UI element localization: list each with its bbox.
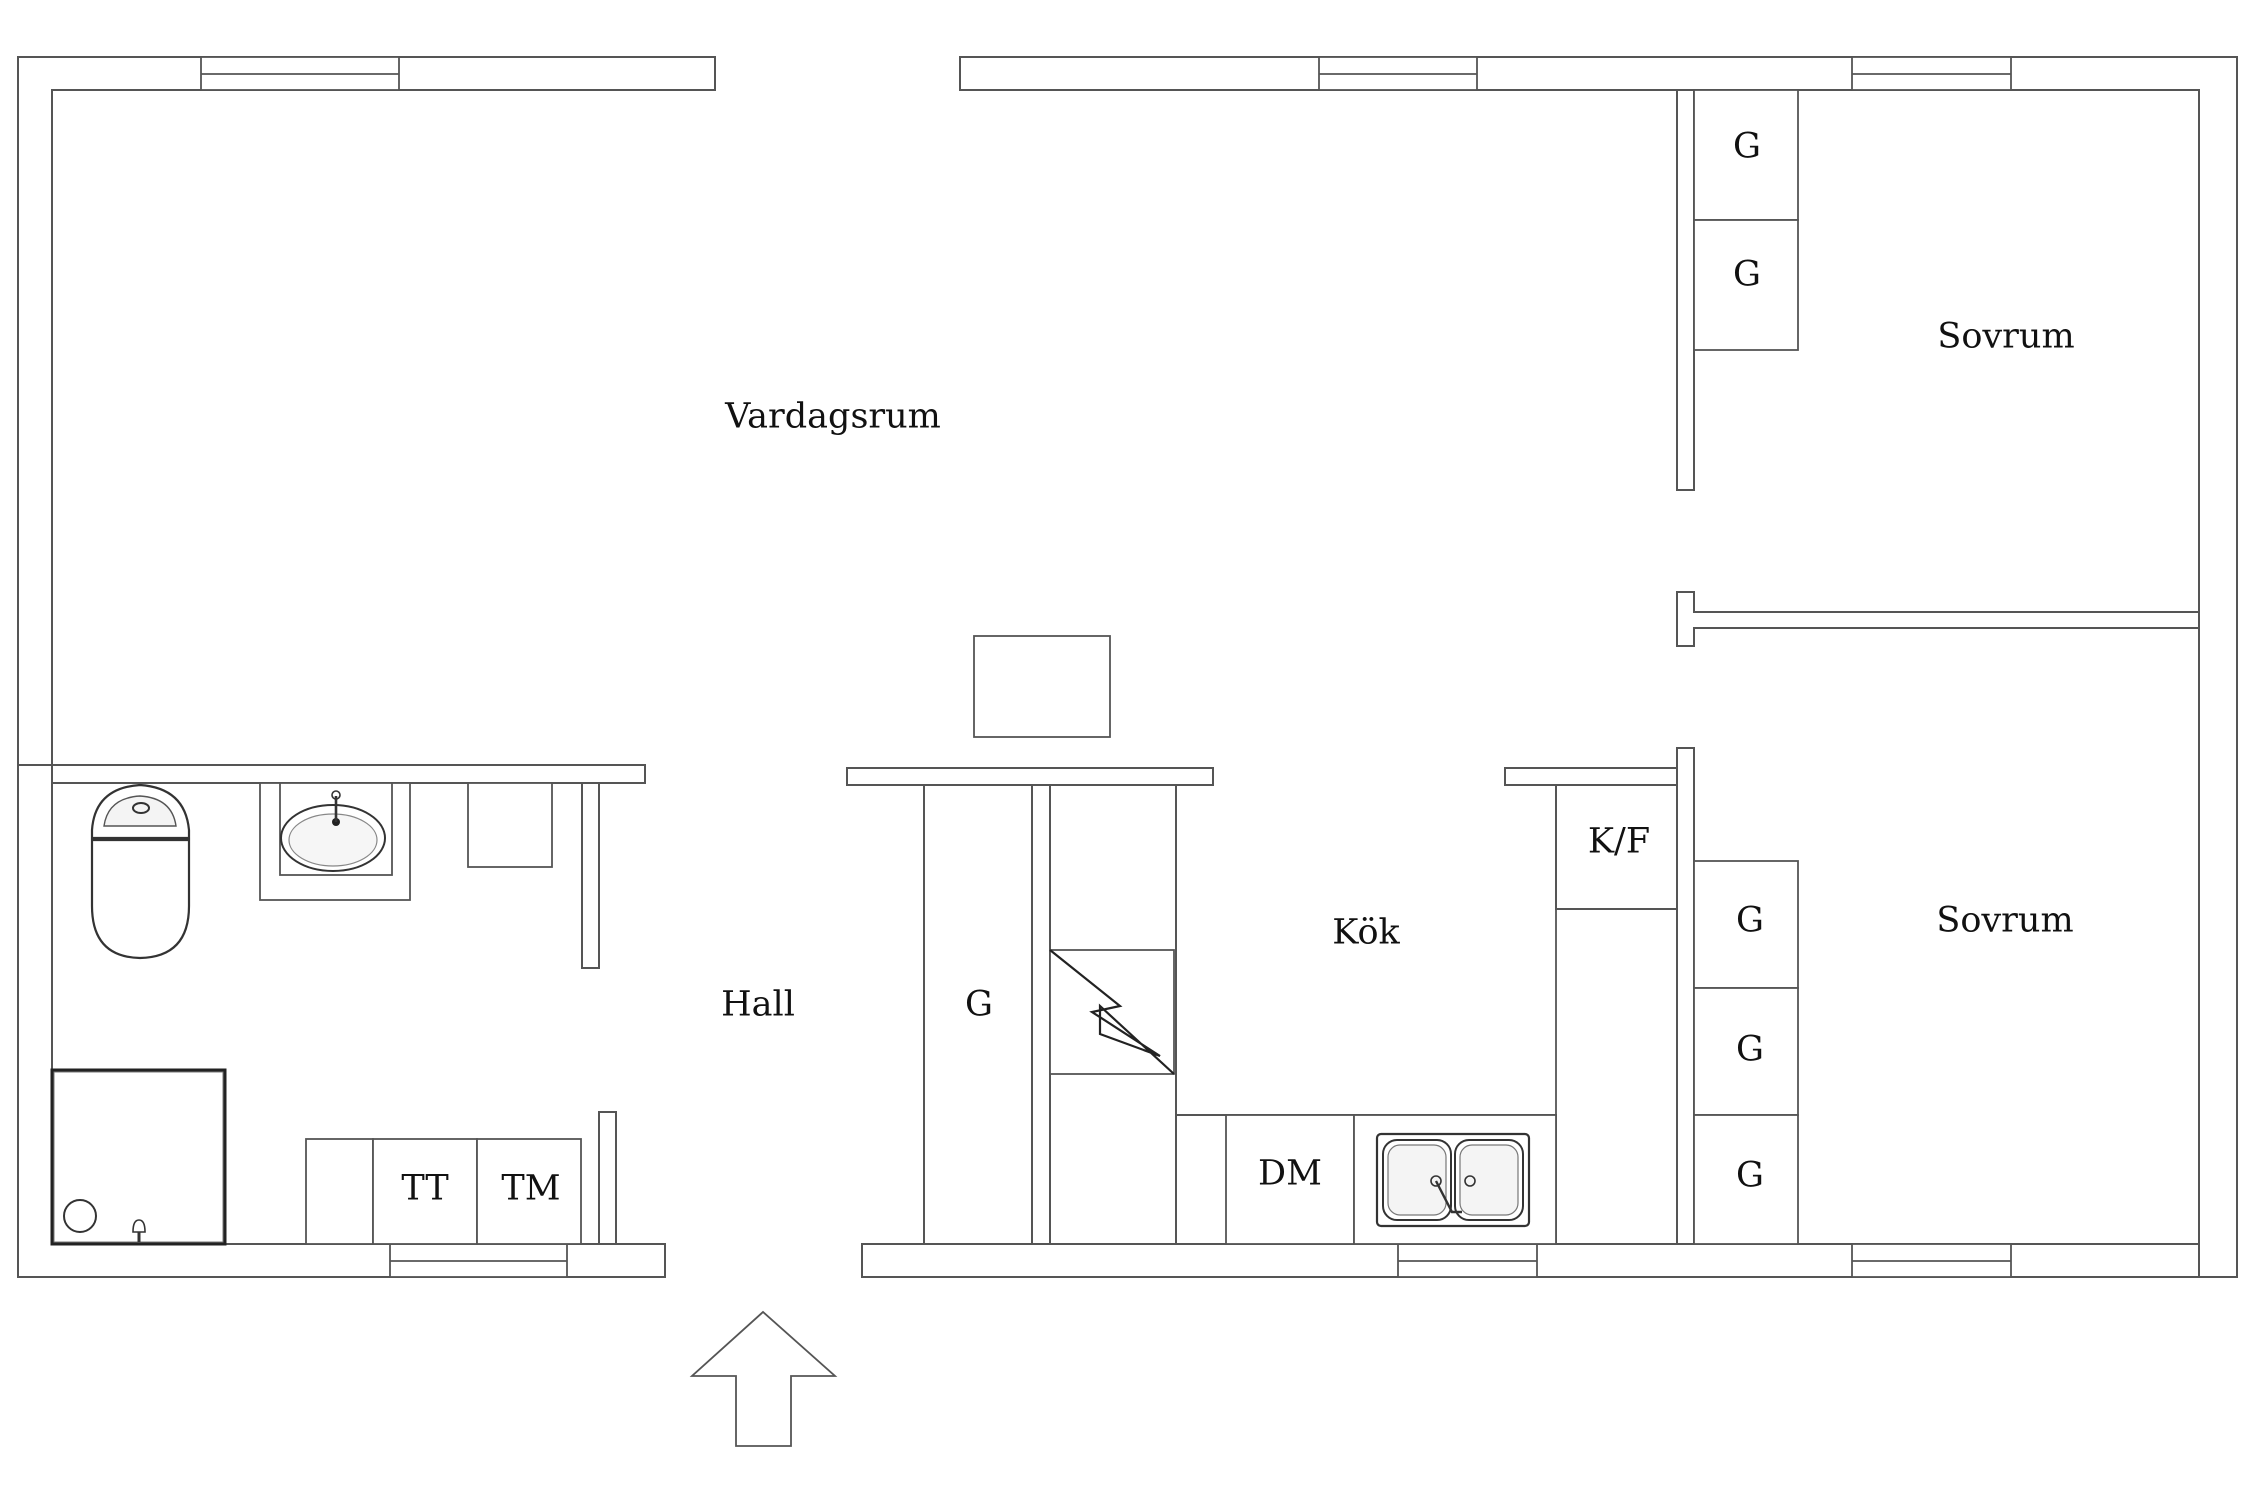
washing-machine-label: TM [501, 1169, 560, 1209]
shower-icon [50, 1068, 227, 1246]
room-label-bedroom-2: Sovrum [1936, 901, 2073, 941]
room-label-living: Vardagsrum [724, 397, 941, 437]
room-label-kitchen: Kök [1332, 913, 1400, 953]
room-label-hall: Hall [721, 985, 795, 1025]
bathroom [50, 782, 582, 1246]
openings [664, 55, 1693, 1279]
windows [200, 56, 2012, 1278]
stove-zigzag-icon [1049, 949, 1175, 1075]
dishwasher-label: DM [1258, 1154, 1322, 1194]
tumble-dryer-label: TT [401, 1169, 448, 1209]
wardrobe-label: G [1733, 255, 1761, 295]
wardrobe-label: G [1736, 1030, 1764, 1070]
fridge-freezer-label: K/F [1588, 822, 1650, 862]
toilet-icon [90, 783, 191, 960]
entrance-arrow-icon [689, 1310, 838, 1447]
wardrobe-label: G [1736, 1156, 1764, 1196]
room-label-bedroom-1: Sovrum [1937, 317, 2074, 357]
kitchen-sink-icon [1375, 1132, 1531, 1228]
bedroom-1-wardrobes [1693, 89, 1799, 351]
wardrobe-label: G [965, 985, 993, 1025]
wardrobe-label: G [1736, 901, 1764, 941]
stove-block [973, 635, 1111, 738]
wardrobe-label: G [1733, 127, 1761, 167]
bedroom-2-wardrobes [1693, 860, 1799, 1245]
